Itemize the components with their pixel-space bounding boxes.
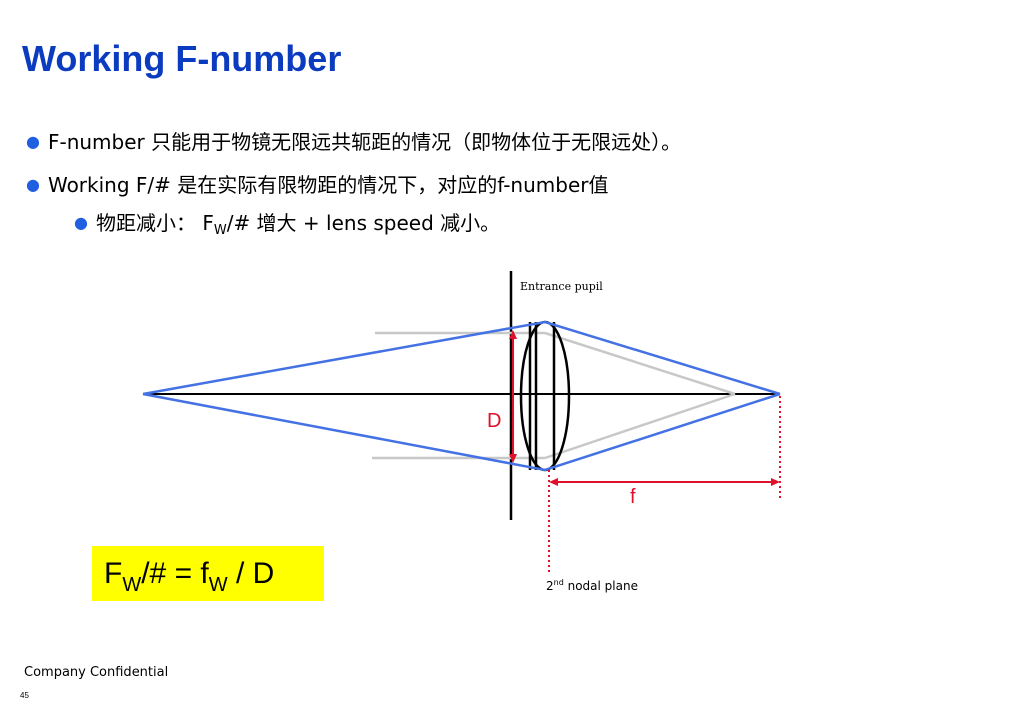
- bullet-text-prefix: 物距减小： F: [95, 211, 214, 235]
- bullet-dot-icon: ●: [26, 132, 40, 151]
- bullet-subscript: W: [213, 223, 227, 238]
- formula-box: FW/# = fW / D: [92, 546, 324, 601]
- bullet-list: ● F-number 只能用于物镜无限远共轭距的情况（即物体位于无限远处）。 ● W…: [0, 0, 1024, 260]
- bullet-text-suffix: /# 增大 + lens speed 减小。: [226, 211, 501, 235]
- bullet-text: F-number 只能用于物镜无限远共轭距的情况（即物体位于无限远处）。: [47, 130, 682, 154]
- formula-subscript: W: [208, 574, 228, 596]
- bullet-item: ● F-number 只能用于物镜无限远共轭距的情况（即物体位于无限远处）。: [26, 126, 681, 155]
- slide-title: Working F-number: [22, 38, 342, 79]
- sub-bullet-item: ● 物距减小： FW/# 增大 + lens speed 减小。: [74, 207, 500, 238]
- lens: [519, 320, 571, 472]
- formula-part: F: [104, 557, 123, 590]
- f-label: f: [630, 486, 636, 508]
- footer-confidential: Company Confidential: [24, 665, 169, 680]
- formula-part: /# = f: [141, 557, 209, 590]
- nodal-plane-label: 2nd nodal plane: [546, 578, 638, 593]
- bullet-dot-icon: ●: [26, 175, 40, 194]
- bullet-item: ● Working F/# 是在实际有限物距的情况下，对应的f-number值: [26, 169, 608, 198]
- gray-rays: [372, 331, 736, 460]
- bullet-dot-icon: ●: [74, 213, 88, 232]
- dotted-reference-lines: [548, 396, 781, 575]
- formula-part: / D: [227, 557, 275, 590]
- formula-subscript: W: [122, 574, 142, 596]
- d-arrow: [509, 330, 517, 463]
- blue-rays: [142, 320, 781, 472]
- d-label: D: [487, 410, 501, 432]
- page-number: 45: [20, 691, 29, 700]
- f-arrow: [549, 478, 780, 486]
- bullet-text: Working F/# 是在实际有限物距的情况下，对应的f-number值: [47, 173, 609, 197]
- entrance-pupil-label: Entrance pupil: [520, 280, 603, 293]
